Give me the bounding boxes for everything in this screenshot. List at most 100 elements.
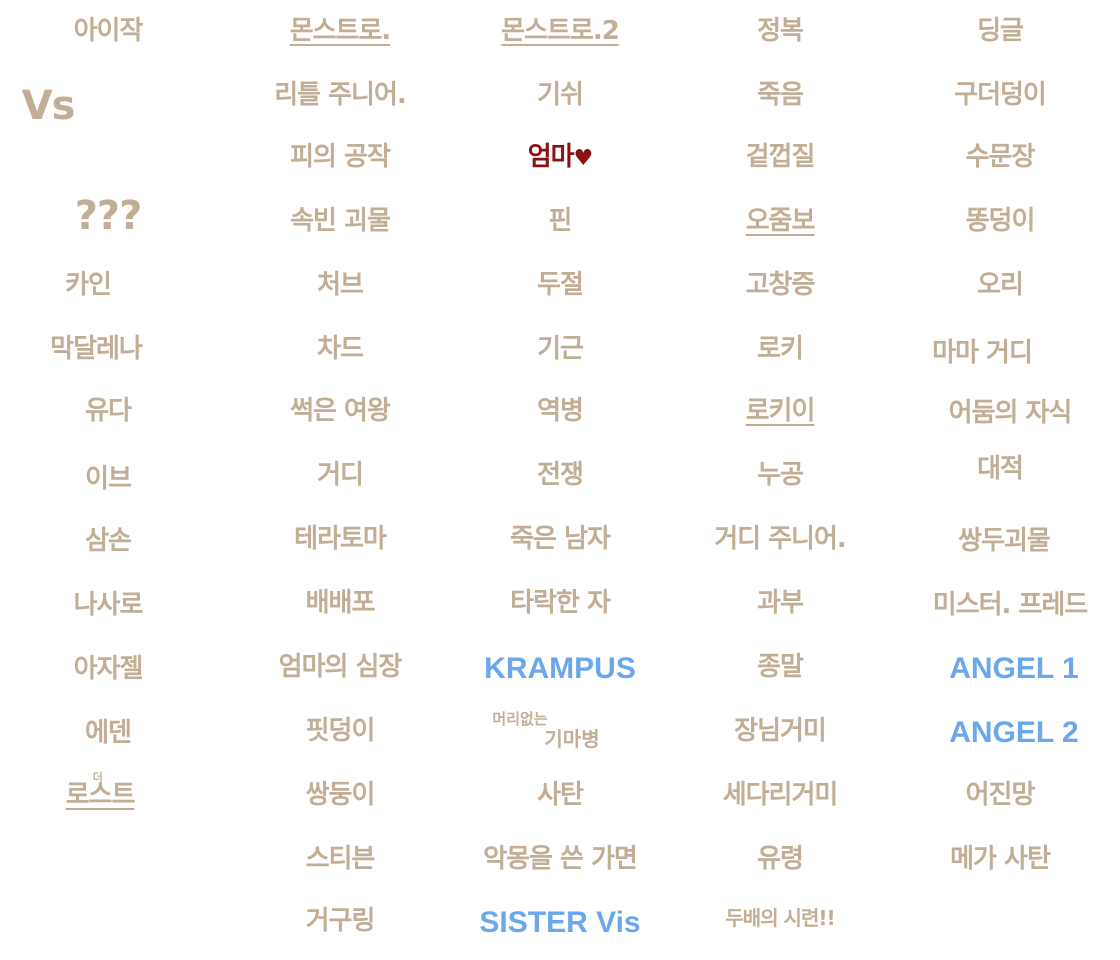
name-entry-text: 처브 <box>317 270 364 300</box>
name-entry: ANGEL 1 <box>949 654 1078 684</box>
name-entry-text: 아이작 <box>73 16 144 46</box>
name-entry-text: 장님거미 <box>734 716 827 746</box>
name-entry: 처브 <box>317 270 364 300</box>
name-entry-text: 거디 주니어. <box>714 524 847 554</box>
name-entry-text: 마마 거디 <box>932 338 1033 368</box>
name-entry-text: 쌍둥이 <box>305 780 376 810</box>
name-entry-line1: 머리없는 <box>492 710 548 728</box>
name-entry-text: 나사로 <box>73 590 144 620</box>
name-entry-superscript: 더 <box>92 771 103 784</box>
name-entry-text: 썩은 여왕 <box>290 396 391 426</box>
name-entry-text: KRAMPUS <box>484 652 636 685</box>
name-entry: 악몽을 쓴 가면 <box>483 846 638 872</box>
name-entry-text: 겉껍질 <box>745 142 816 172</box>
name-entry: 속빈 괴물 <box>290 206 391 236</box>
name-entry-text: 리틀 주니어. <box>274 80 407 110</box>
name-entry-text: 카인 <box>65 270 112 300</box>
name-entry: 오리 <box>977 270 1024 300</box>
name-entry-text: 속빈 괴물 <box>290 206 391 236</box>
name-entry: 몬스트로.2 <box>501 16 620 46</box>
name-entry: 거디 주니어. <box>714 524 847 554</box>
name-entry: 핀 <box>548 206 573 236</box>
name-entry-line2: 기마병 <box>544 727 600 751</box>
name-entry: 아자젤 <box>73 654 144 684</box>
name-entry-text: ??? <box>74 193 143 239</box>
name-entry-text: 타락한 자 <box>510 588 611 618</box>
heart-icon: ♥ <box>573 146 594 171</box>
name-entry-text: 로키이 <box>745 396 816 426</box>
name-entry-text: 기쉬 <box>537 80 584 110</box>
name-entry-text: 죽음 <box>757 80 804 110</box>
name-entry: 막달레나 <box>50 336 143 362</box>
name-entry: 어진망 <box>966 782 1036 808</box>
name-entry: 과부 <box>757 588 804 618</box>
name-entry: 로키이 <box>745 396 816 426</box>
name-entry: 마마 거디 <box>932 338 1033 368</box>
name-entry: 거구링 <box>305 906 376 936</box>
name-entry-text: 똥덩이 <box>965 206 1036 236</box>
name-entry: 사탄 <box>537 780 584 810</box>
name-entry-text: 죽은 남자 <box>510 524 611 554</box>
name-entry: 엄마의 심장 <box>278 652 403 682</box>
name-entry: 카인 <box>65 270 112 300</box>
name-entry-text: 피의 공작 <box>290 142 391 172</box>
name-entry-text: 역병 <box>537 396 584 426</box>
name-entry: 똥덩이 <box>965 206 1036 236</box>
name-entry-text: 대적 <box>977 454 1024 484</box>
name-entry: 죽은 남자 <box>510 524 611 554</box>
name-entry-text: 엄마의 심장 <box>278 652 403 682</box>
name-entry: 누공 <box>757 460 804 490</box>
name-entry-text: 에덴 <box>85 718 132 748</box>
name-entry: 배배포 <box>305 588 376 618</box>
name-entry: 전쟁 <box>537 462 584 488</box>
name-entry: KRAMPUS <box>484 654 636 684</box>
name-entry-text: 두배의 시련!! <box>725 906 835 930</box>
name-entry: 쌍둥이 <box>305 780 376 810</box>
name-entry-text: 몬스트로. <box>289 16 392 46</box>
name-entry: 두절 <box>537 270 584 300</box>
name-entry: 어둠의 자식 <box>949 400 1073 426</box>
name-entry-text: 핀 <box>548 206 573 236</box>
name-entry-text: 유다 <box>85 396 132 426</box>
name-entry-text: 오줌보 <box>745 206 816 236</box>
name-entry: 피의 공작 <box>290 142 391 172</box>
name-entry-text: 사탄 <box>537 780 584 810</box>
name-entry-text: 딩글 <box>977 16 1024 46</box>
name-entry-text: 쌍두괴물 <box>958 526 1051 556</box>
name-entry: 대적 <box>977 454 1024 484</box>
name-entry-text: 삼손 <box>85 526 132 556</box>
name-entry: 딩글 <box>977 16 1024 46</box>
name-entry-text: 과부 <box>757 588 804 618</box>
name-entry-text: 누공 <box>757 460 804 490</box>
name-entry-text: 아자젤 <box>73 654 144 684</box>
name-entry: 나사로 <box>73 590 144 620</box>
name-entry-text: 몬스트로.2 <box>501 16 620 46</box>
name-entry: 타락한 자 <box>510 588 611 618</box>
name-entry-text: 두절 <box>537 270 584 300</box>
name-entry: 정복 <box>757 16 804 46</box>
name-entry: ANGEL 2 <box>949 718 1078 748</box>
name-entry: ??? <box>74 193 143 239</box>
name-entry: 엄마♥ <box>528 144 594 171</box>
name-entry-text: 미스터. 프레드 <box>932 590 1088 620</box>
name-entry: 겉껍질 <box>745 142 816 172</box>
name-entry-text: 거디 <box>317 460 364 490</box>
name-entry-text: 세다리거미 <box>722 780 839 810</box>
name-entry-text: 로키 <box>757 334 804 364</box>
name-entry: 고창증 <box>746 272 816 298</box>
name-entry: 삼손 <box>85 526 132 556</box>
name-entry: 장님거미 <box>734 716 827 746</box>
name-entry: 차드 <box>317 336 364 362</box>
name-entry-text: 정복 <box>757 16 804 46</box>
name-entry-text: 거구링 <box>305 906 376 936</box>
name-entry: SISTER Vis <box>479 908 640 938</box>
name-entry-text: 오리 <box>977 270 1024 300</box>
name-entry-text: 종말 <box>757 652 804 682</box>
name-entry-text: 배배포 <box>305 588 376 618</box>
name-entry: 수문장 <box>966 144 1036 170</box>
name-entry-text: 기근 <box>537 334 584 364</box>
name-entry-text: 테라토마 <box>294 524 387 554</box>
name-entry: 유령 <box>757 846 804 872</box>
name-entry-text: 구더덩이 <box>954 80 1047 110</box>
